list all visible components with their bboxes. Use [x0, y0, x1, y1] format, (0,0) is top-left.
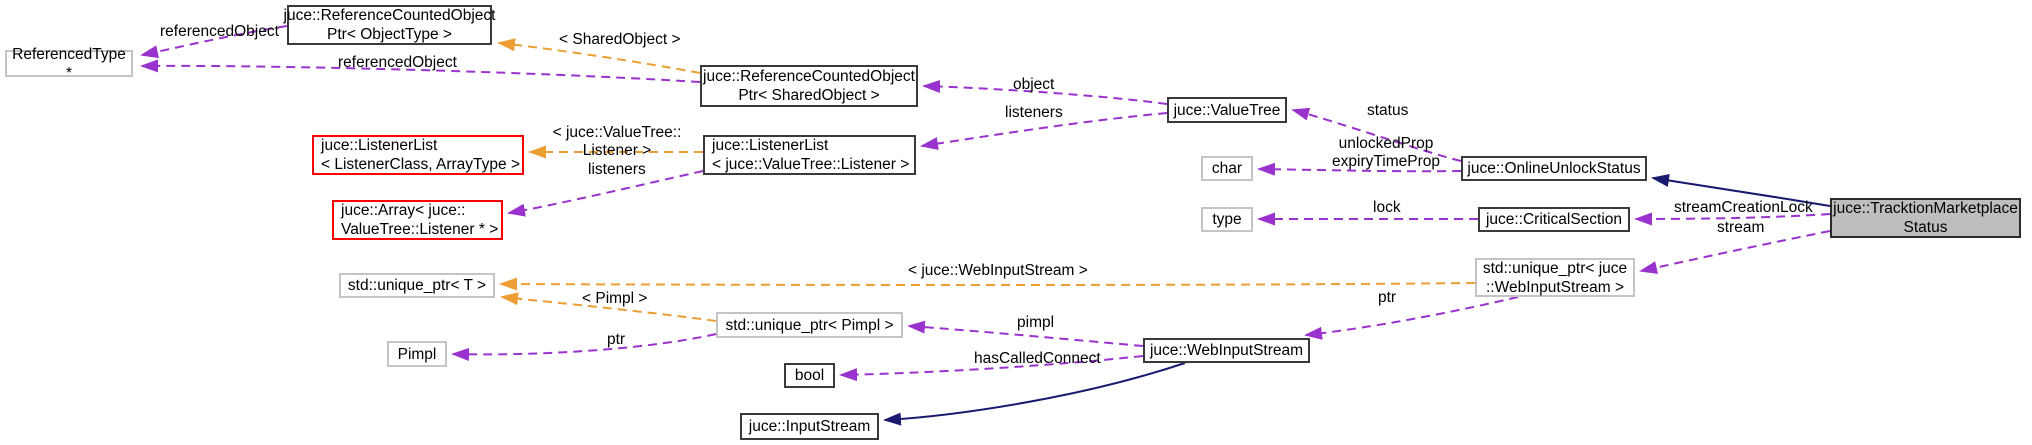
edge-label-unlocked-expiry: unlockedProp expiryTimeProp — [1332, 135, 1440, 170]
edge-label-ptr-pimpl: ptr — [607, 331, 626, 348]
node-label: ReferencedType * — [12, 45, 126, 82]
node-array-valuetree-listener: juce::Array< juce:: ValueTree::Listener … — [332, 200, 503, 240]
node-reference-counted-object-ptr-objecttype[interactable]: juce::ReferenceCountedObject Ptr< Object… — [284, 5, 495, 45]
edge-label-listeners-valuetree: listeners — [1005, 104, 1063, 121]
node-label: std::unique_ptr< T > — [347, 277, 487, 294]
edge-unlocked-expiry — [1257, 162, 1462, 176]
edge-referenced-object-top — [140, 25, 288, 59]
edge-has-called-connect — [839, 355, 1144, 382]
node-listenerlist-valuetree-listener[interactable]: juce::ListenerList < juce::ValueTree::Li… — [703, 135, 916, 175]
edge-label-referenced-object-top: referencedObject — [160, 23, 279, 40]
node-label: Pimpl — [397, 345, 437, 363]
edge-template-pimpl — [500, 292, 717, 322]
edge-label-object: object — [1013, 76, 1055, 93]
node-label: juce::WebInputStream — [1149, 342, 1304, 359]
edge-template-shared-object — [497, 38, 701, 74]
node-label: juce::CriticalSection — [1485, 211, 1623, 228]
edge-object — [922, 79, 1168, 105]
edge-label-valuetree-listener-template: < juce::ValueTree:: Listener > — [552, 124, 682, 159]
node-label: juce::TracktionMarketplace Status — [1833, 200, 2018, 236]
node-pimpl: Pimpl — [387, 341, 447, 367]
node-label: juce::Array< juce:: ValueTree::Listener … — [341, 202, 499, 238]
node-label: char — [1211, 160, 1243, 177]
node-criticalsection[interactable]: juce::CriticalSection — [1478, 207, 1630, 232]
node-label: juce::ListenerList < ListenerClass, Arra… — [321, 137, 521, 173]
edge-stream-creation-lock — [1634, 212, 1831, 226]
edge-ptr-stream — [1304, 296, 1519, 340]
node-unique-ptr-t: std::unique_ptr< T > — [339, 273, 495, 298]
edge-label-listeners-array: listeners — [588, 161, 646, 178]
edge-label-status: status — [1367, 102, 1409, 119]
node-label: juce::ValueTree — [1173, 101, 1281, 119]
node-unique-ptr-pimpl: std::unique_ptr< Pimpl > — [716, 312, 903, 338]
node-label: juce::ListenerList < juce::ValueTree::Li… — [712, 137, 910, 173]
edge-inherit-inputstream — [883, 362, 1186, 426]
node-inputstream[interactable]: juce::InputStream — [740, 413, 879, 440]
node-label: std::unique_ptr< Pimpl > — [725, 316, 894, 334]
node-type: type — [1201, 207, 1253, 232]
edge-status — [1291, 107, 1462, 162]
node-webinputstream[interactable]: juce::WebInputStream — [1143, 338, 1310, 363]
node-referenced-type: ReferencedType * — [5, 46, 133, 82]
edge-label-shared-object-template: < SharedObject > — [559, 31, 681, 48]
edge-label-has-called-connect: hasCalledConnect — [974, 350, 1101, 367]
edge-label-referenced-object-bottom: referencedObject — [338, 54, 457, 71]
node-label: juce::ReferenceCountedObject Ptr< Object… — [283, 7, 496, 43]
node-tracktionmarketplacestatus: juce::TracktionMarketplace Status — [1830, 198, 2021, 238]
edge-label-stream: stream — [1717, 219, 1765, 236]
edge-label-ptr-stream: ptr — [1378, 289, 1397, 306]
node-reference-counted-object-ptr-sharedobject[interactable]: juce::ReferenceCountedObject Ptr< Shared… — [700, 65, 918, 107]
node-unique-ptr-webinputstream: std::unique_ptr< juce ::WebInputStream > — [1475, 258, 1635, 297]
node-label: std::unique_ptr< juce ::WebInputStream > — [1482, 259, 1628, 296]
edge-listeners-valuetree — [920, 112, 1168, 150]
node-label: type — [1212, 211, 1242, 228]
node-label: juce::ReferenceCountedObject Ptr< Shared… — [703, 68, 915, 104]
node-onlineunlockstatus[interactable]: juce::OnlineUnlockStatus — [1461, 156, 1647, 181]
edge-referenced-object-bottom — [140, 59, 701, 83]
node-label: juce::InputStream — [748, 418, 871, 435]
edge-ptr-pimpl — [451, 333, 717, 361]
edge-label-stream-creation-lock: streamCreationLock — [1674, 199, 1813, 216]
node-char: char — [1201, 156, 1253, 181]
edge-label-pimpl-member: pimpl — [1017, 314, 1055, 331]
node-bool[interactable]: bool — [784, 363, 835, 388]
node-label: bool — [794, 367, 825, 384]
node-valuetree[interactable]: juce::ValueTree — [1167, 97, 1287, 123]
edge-template-webinputstream — [499, 277, 1476, 291]
node-label: juce::OnlineUnlockStatus — [1467, 160, 1641, 177]
edge-stream — [1639, 230, 1831, 274]
node-listenerlist-generic: juce::ListenerList < ListenerClass, Arra… — [312, 135, 524, 175]
edge-label-webinputstream-template: < juce::WebInputStream > — [908, 262, 1088, 279]
edge-label-lock: lock — [1373, 199, 1401, 216]
edge-inherit-onlineunlockstatus — [1651, 174, 1831, 207]
edge-label-pimpl-template: < Pimpl > — [582, 290, 648, 307]
